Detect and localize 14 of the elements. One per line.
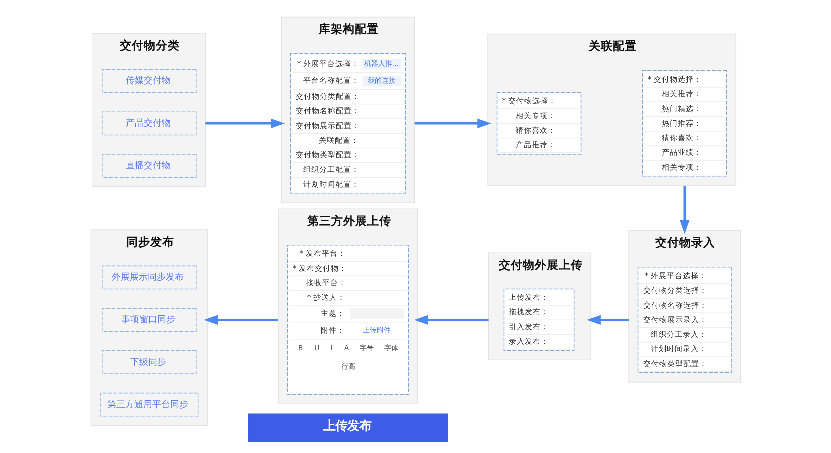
node-box: 产品交付物 (102, 112, 196, 136)
node-box: 外展展示同步发布 (102, 266, 196, 290)
node-box: 第三方通用平台同步 (100, 392, 198, 417)
node-box: 直播交付物 (102, 154, 196, 178)
arrow (414, 118, 492, 128)
arrow (414, 315, 488, 325)
arrow (204, 315, 278, 325)
arrow (680, 186, 690, 234)
node-box: 上传发布 (248, 414, 448, 442)
node-box: 事项窗口同步 (102, 308, 196, 332)
arrow (205, 118, 285, 128)
arrow (586, 315, 629, 325)
node-box: 下级同步 (102, 350, 196, 374)
node-box: 传媒交付物 (102, 69, 196, 94)
